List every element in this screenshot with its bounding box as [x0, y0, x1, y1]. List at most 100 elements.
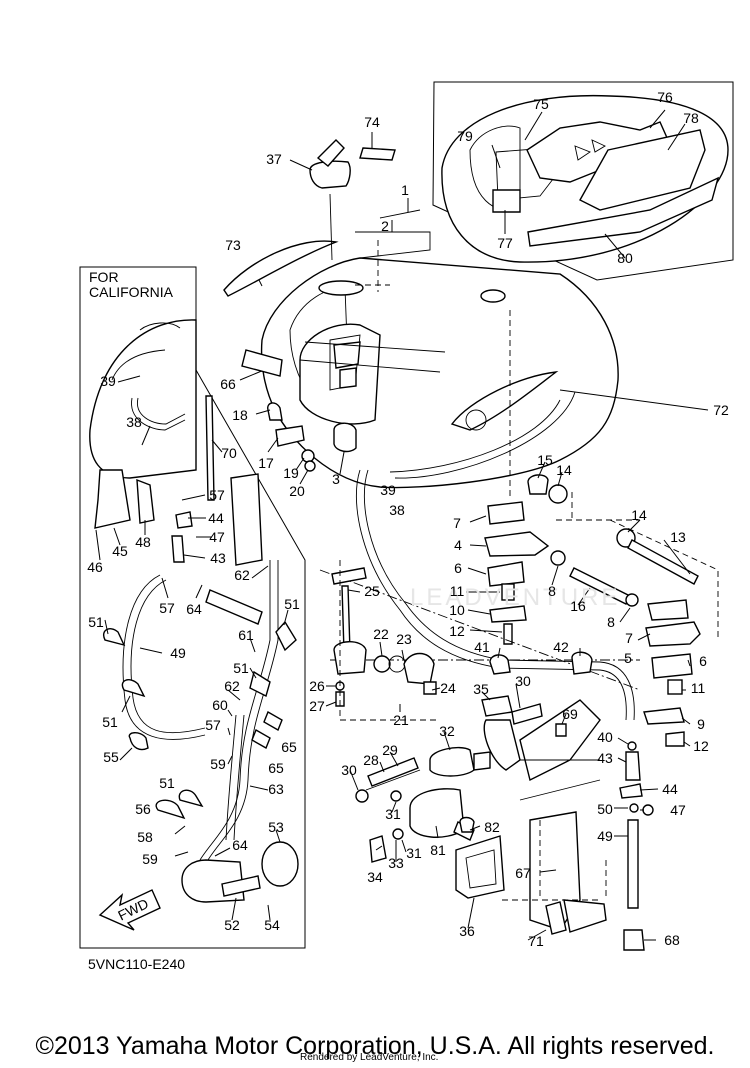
callout-15: 15	[537, 452, 553, 468]
callout-51a: 51	[88, 614, 104, 630]
callout-6a: 6	[454, 560, 462, 576]
callout-2: 2	[381, 218, 389, 234]
callout-54: 54	[264, 917, 280, 933]
callout-9: 9	[697, 716, 705, 732]
callout-7b: 7	[625, 630, 633, 646]
callout-70: 70	[221, 445, 237, 461]
diagram-code: 5VNC110-E240	[88, 956, 185, 972]
callout-41: 41	[474, 639, 490, 655]
callout-38b: 38	[389, 502, 405, 518]
callout-51e: 51	[159, 775, 175, 791]
callout-43a: 43	[210, 550, 226, 566]
callout-12b: 12	[693, 738, 709, 754]
callout-27: 27	[309, 698, 325, 714]
callout-5: 5	[624, 650, 632, 666]
callout-13: 13	[670, 529, 686, 545]
callout-53: 53	[268, 819, 284, 835]
callout-60: 60	[212, 697, 228, 713]
decal-74	[359, 147, 396, 161]
callout-51c: 51	[233, 660, 249, 676]
california-inset	[79, 266, 306, 949]
callout-16: 16	[570, 598, 586, 614]
callout-57c: 57	[205, 717, 221, 733]
callout-47a: 47	[209, 529, 225, 545]
callouts: 1 2 3 4 5 6 6 7 7 8 8 9 10 11 11 12 12 1…	[87, 89, 729, 949]
callout-31a: 31	[385, 806, 401, 822]
callout-66: 66	[220, 376, 236, 392]
callout-25: 25	[364, 583, 380, 599]
callout-4: 4	[454, 537, 462, 553]
callout-63: 63	[268, 781, 284, 797]
callout-11a: 11	[450, 583, 465, 599]
callout-65a: 65	[281, 739, 297, 755]
callout-31b: 31	[406, 845, 422, 861]
callout-37: 37	[266, 151, 282, 167]
callout-69: 69	[562, 706, 578, 722]
copyright-notice: ©2013 Yamaha Motor Corporation, U.S.A. A…	[35, 1032, 715, 1060]
callout-56: 56	[135, 801, 151, 817]
callout-67: 67	[515, 865, 531, 881]
callout-42: 42	[553, 639, 569, 655]
callout-11b: 11	[691, 680, 706, 696]
callout-33: 33	[388, 855, 404, 871]
callout-62a: 62	[234, 567, 250, 583]
callout-17: 17	[258, 455, 274, 471]
callout-23: 23	[396, 631, 412, 647]
fuel-pump-assembly	[319, 469, 659, 951]
callout-82: 82	[484, 819, 500, 835]
callout-1: 1	[401, 182, 409, 198]
callout-8b: 8	[607, 614, 615, 630]
callout-36: 36	[459, 923, 475, 939]
callout-35: 35	[473, 681, 489, 697]
fuel-cap	[289, 139, 351, 261]
callout-40: 40	[597, 729, 613, 745]
callout-22: 22	[373, 626, 389, 642]
callout-50: 50	[597, 801, 613, 817]
callout-48: 48	[135, 534, 151, 550]
callout-14b: 14	[631, 507, 647, 523]
callout-32: 32	[439, 723, 455, 739]
callout-47b: 47	[670, 802, 686, 818]
callout-19: 19	[283, 465, 299, 481]
callout-74: 74	[364, 114, 380, 130]
callout-12a: 12	[449, 623, 465, 639]
callout-49b: 49	[597, 828, 613, 844]
pad-66	[241, 349, 283, 377]
callout-39a: 39	[100, 373, 116, 389]
callout-3: 3	[332, 471, 340, 487]
california-label-line1: FOR	[89, 269, 119, 285]
callout-20: 20	[289, 483, 305, 499]
callout-78: 78	[683, 110, 699, 126]
callout-77: 77	[497, 235, 513, 251]
callout-51d: 51	[102, 714, 118, 730]
callout-71: 71	[528, 933, 544, 949]
callout-6b: 6	[699, 653, 707, 669]
callout-18: 18	[232, 407, 248, 423]
callout-29: 29	[382, 742, 398, 758]
callout-21: 21	[393, 712, 409, 728]
callout-39b: 39	[380, 482, 396, 498]
callout-44b: 44	[662, 781, 678, 797]
decal-inset	[432, 81, 734, 281]
callout-24: 24	[440, 680, 456, 696]
callout-73: 73	[225, 237, 241, 253]
callout-10: 10	[449, 602, 465, 618]
watermark: LEADVENTURE	[410, 584, 620, 611]
callout-55: 55	[103, 749, 119, 765]
callout-64a: 64	[186, 601, 202, 617]
rendered-by-note: Rendered by LeadVenture, Inc.	[300, 1052, 439, 1063]
callout-52: 52	[224, 917, 240, 933]
callout-34: 34	[367, 869, 383, 885]
callout-45: 45	[112, 543, 128, 559]
decal-73	[223, 240, 339, 297]
callout-57b: 57	[159, 600, 175, 616]
callout-59b: 59	[142, 851, 158, 867]
callout-62b: 62	[224, 678, 240, 694]
callout-59a: 59	[210, 756, 226, 772]
callout-8a: 8	[548, 583, 556, 599]
callout-30b: 30	[515, 673, 531, 689]
callout-44a: 44	[208, 510, 224, 526]
callout-75: 75	[533, 96, 549, 112]
callout-51b: 51	[284, 596, 300, 612]
callout-7a: 7	[453, 515, 461, 531]
